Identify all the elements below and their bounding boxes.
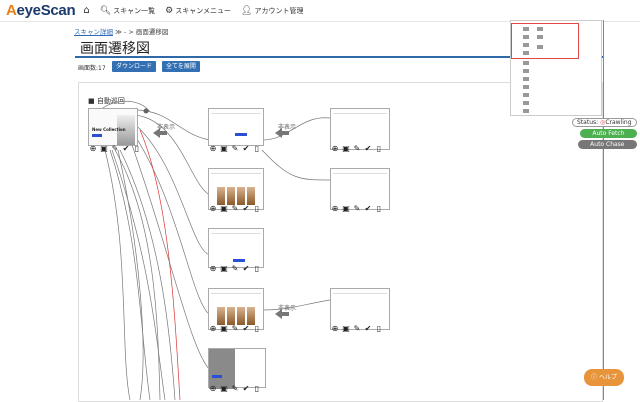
- zoom-icon[interactable]: ⊕: [209, 144, 217, 153]
- screen-thumbnail[interactable]: [330, 288, 390, 330]
- top-navbar: AeyeScan ⌂ 🔍︎スキャン一覧 ⚙スキャンメニュー 👤︎アカウント管理: [0, 0, 640, 22]
- save-icon[interactable]: ▣: [220, 264, 228, 273]
- screen-toolbar[interactable]: ⊕▣✎✔ ▯: [208, 324, 262, 334]
- nav-scan-list[interactable]: 🔍︎スキャン一覧: [99, 5, 156, 16]
- user-icon: 👤︎: [241, 5, 253, 16]
- screen-thumbnail-top[interactable]: New Collection: [88, 108, 138, 146]
- auto-fetch-toggle[interactable]: Auto Fetch: [580, 129, 637, 138]
- edit-icon[interactable]: ✎: [353, 144, 361, 153]
- screen-toolbar[interactable]: ⊕▣✎✔ ▯: [208, 384, 262, 394]
- zoom-icon[interactable]: ⊕: [209, 324, 217, 333]
- group-label: ■ 自動巡回: [88, 97, 125, 105]
- screen-thumbnail[interactable]: [208, 288, 264, 330]
- save-icon[interactable]: ▣: [342, 144, 350, 153]
- check-edit-icon[interactable]: ✔: [122, 144, 130, 153]
- delete-icon[interactable]: ▯: [254, 144, 260, 153]
- breadcrumb-scan-detail-link[interactable]: スキャン詳細: [74, 28, 113, 36]
- delete-icon[interactable]: ▯: [134, 144, 140, 153]
- zoom-icon[interactable]: ⊕: [89, 144, 97, 153]
- screen-toolbar[interactable]: ⊕▣✎✔ ▯: [330, 204, 384, 214]
- save-icon[interactable]: ▣: [100, 144, 108, 153]
- check-edit-icon[interactable]: ✔: [364, 324, 372, 333]
- expand-all-button[interactable]: 全てを展開: [162, 61, 200, 72]
- check-edit-icon[interactable]: ✔: [364, 144, 372, 153]
- delete-icon[interactable]: ▯: [376, 324, 382, 333]
- delete-icon[interactable]: ▯: [376, 204, 382, 213]
- screen-toolbar[interactable]: ⊕▣✎✔ ▯: [330, 144, 384, 154]
- delete-icon[interactable]: ▯: [254, 384, 260, 393]
- edit-icon[interactable]: ✎: [231, 144, 239, 153]
- edit-icon[interactable]: ✎: [231, 384, 239, 393]
- nav-scan-menu[interactable]: ⚙スキャンメニュー: [165, 5, 232, 16]
- hide-arrow-shaft: [281, 131, 289, 135]
- help-button[interactable]: ⓘ ヘルプ: [584, 369, 624, 386]
- screen-thumbnail[interactable]: [208, 228, 264, 268]
- hide-arrow-shaft: [159, 131, 167, 135]
- save-icon[interactable]: ▣: [220, 324, 228, 333]
- hidden-label: 非表示: [157, 124, 176, 131]
- zoom-icon[interactable]: ⊕: [331, 204, 339, 213]
- screen-thumbnail[interactable]: [208, 168, 264, 210]
- screen-thumbnail[interactable]: [208, 108, 264, 146]
- title-divider: [75, 56, 603, 58]
- screen-count: 画面数:17: [78, 65, 106, 72]
- delete-icon[interactable]: ▯: [254, 324, 260, 333]
- screen-toolbar[interactable]: ⊕▣✎✔ ▯: [208, 204, 262, 214]
- delete-icon[interactable]: ▯: [376, 144, 382, 153]
- gear-icon: ⚙: [165, 5, 174, 16]
- hide-arrow-icon[interactable]: [275, 128, 282, 138]
- screen-thumbnail[interactable]: [330, 168, 390, 210]
- diagram-minimap[interactable]: [510, 20, 602, 116]
- hidden-label: 非表示: [278, 305, 297, 312]
- zoom-icon[interactable]: ⊕: [331, 324, 339, 333]
- right-divider: [603, 20, 604, 400]
- edit-icon[interactable]: ✎: [231, 264, 239, 273]
- search-icon: 🔍︎: [99, 5, 112, 16]
- home-icon[interactable]: ⌂: [83, 5, 90, 16]
- download-button[interactable]: ダウンロード: [112, 61, 157, 72]
- zoom-icon[interactable]: ⊕: [209, 264, 217, 273]
- check-edit-icon[interactable]: ✔: [242, 384, 250, 393]
- screen-thumbnail[interactable]: [208, 348, 266, 389]
- status-indicator: Status: ◎Crawling: [572, 118, 637, 127]
- hide-arrow-icon[interactable]: [153, 128, 160, 138]
- hide-arrow-icon[interactable]: [275, 309, 282, 319]
- edit-icon[interactable]: ✎: [231, 204, 239, 213]
- edit-icon[interactable]: ✎: [353, 204, 361, 213]
- edit-icon[interactable]: ✎: [231, 324, 239, 333]
- app-logo[interactable]: AeyeScan: [6, 2, 76, 19]
- zoom-icon[interactable]: ⊕: [209, 384, 217, 393]
- save-icon[interactable]: ▣: [220, 204, 228, 213]
- save-icon[interactable]: ▣: [342, 324, 350, 333]
- screen-toolbar[interactable]: ⊕▣✎✔ ▯: [330, 324, 384, 334]
- edit-icon[interactable]: ✎: [353, 324, 361, 333]
- check-edit-icon[interactable]: ✔: [242, 144, 250, 153]
- check-edit-icon[interactable]: ✔: [364, 204, 372, 213]
- check-edit-icon[interactable]: ✔: [242, 204, 250, 213]
- screen-thumbnail[interactable]: [330, 108, 390, 150]
- nav-account[interactable]: 👤︎アカウント管理: [241, 5, 304, 16]
- zoom-icon[interactable]: ⊕: [331, 144, 339, 153]
- delete-icon[interactable]: ▯: [254, 204, 260, 213]
- screen-toolbar[interactable]: ⊕▣✎✔ ▯: [208, 144, 262, 154]
- breadcrumb: スキャン詳細 ≫ - > 画面遷移図: [74, 28, 169, 36]
- hidden-label: 非表示: [278, 124, 297, 131]
- auto-chase-toggle[interactable]: Auto Chase: [578, 140, 637, 149]
- minimap-viewport[interactable]: [511, 23, 579, 59]
- save-icon[interactable]: ▣: [220, 384, 228, 393]
- page-title: 画面遷移図: [80, 41, 150, 57]
- check-edit-icon[interactable]: ✔: [242, 324, 250, 333]
- save-icon[interactable]: ▣: [220, 144, 228, 153]
- edit-icon[interactable]: ✎: [111, 144, 119, 153]
- delete-icon[interactable]: ▯: [254, 264, 260, 273]
- zoom-icon[interactable]: ⊕: [209, 204, 217, 213]
- check-edit-icon[interactable]: ✔: [242, 264, 250, 273]
- hide-arrow-shaft: [281, 312, 289, 316]
- save-icon[interactable]: ▣: [342, 204, 350, 213]
- crawl-status-panel: Status: ◎Crawling Auto Fetch Auto Chase: [572, 118, 637, 149]
- screen-toolbar[interactable]: ⊕▣✎✔ ▯: [208, 264, 262, 274]
- screen-toolbar[interactable]: ⊕▣✎✔ ▯: [88, 144, 142, 154]
